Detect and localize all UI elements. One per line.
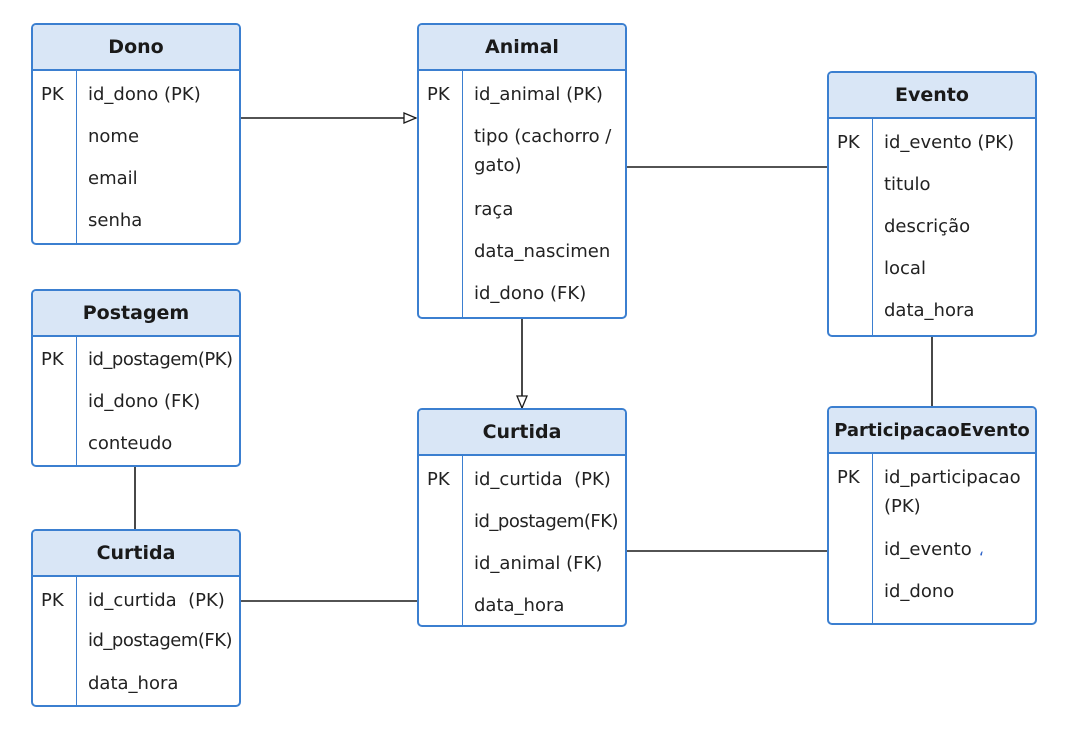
cardinality-marker: ‘ [979, 548, 985, 567]
field-id-dono: id_dono (PK) [88, 84, 201, 105]
pk-label: PK [427, 469, 450, 490]
key-column: PK [419, 71, 463, 317]
field-descricao: descrição [884, 216, 971, 237]
field-id-curtida: id_curtida (PK) [88, 590, 225, 611]
entity-postagem[interactable]: Postagem PK id_postagem(PK) id_dono (FK)… [31, 289, 241, 467]
field-column: id_curtida (PK) id_postagem(FK) id_anima… [463, 456, 625, 625]
pk-label: PK [41, 590, 64, 611]
field-column: id_postagem(PK) id_dono (FK) conteudo [77, 337, 239, 465]
field-id-postagem: id_postagem(FK) [474, 511, 619, 532]
field-column: id_animal (PK) tipo (cachorro / gato) ra… [463, 71, 625, 317]
key-column: PK [829, 454, 873, 623]
key-column: PK [829, 119, 873, 335]
field-local: local [884, 258, 926, 279]
pk-label: PK [837, 467, 860, 488]
entity-evento[interactable]: Evento PK id_evento (PK) titulo descriçã… [827, 71, 1037, 337]
key-column: PK [33, 577, 77, 705]
field-id-dono: id_dono (FK) [88, 391, 201, 412]
entity-title: Evento [829, 73, 1035, 119]
field-column: id_participacao (PK) id_evento ‘ id_dono [873, 454, 1035, 623]
entity-curtida-left[interactable]: Curtida PK id_curtida (PK) id_postagem(F… [31, 529, 241, 707]
entity-curtida-center[interactable]: Curtida PK id_curtida (PK) id_postagem(F… [417, 408, 627, 627]
field-id-animal: id_animal (PK) [474, 84, 603, 105]
field-id-dono: id_dono (FK) [474, 283, 587, 304]
field-conteudo: conteudo [88, 433, 173, 454]
field-raca: raça [474, 199, 514, 220]
field-data-hora: data_hora [884, 300, 975, 321]
field-id-curtida: id_curtida (PK) [474, 469, 611, 490]
field-nome: nome [88, 126, 140, 147]
entity-title: Curtida [33, 531, 239, 577]
field-id-dono: id_dono [884, 581, 955, 602]
entity-animal[interactable]: Animal PK id_animal (PK) tipo (cachorro … [417, 23, 627, 319]
pk-label: PK [837, 132, 860, 153]
entity-title: Postagem [33, 291, 239, 337]
field-id-postagem: id_postagem(FK) [88, 630, 233, 651]
field-tipo: tipo (cachorro / gato) [474, 126, 612, 176]
field-data-hora: data_hora [88, 673, 179, 694]
key-column: PK [419, 456, 463, 625]
entity-dono[interactable]: Dono PK id_dono (PK) nome email senha [31, 23, 241, 245]
pk-label: PK [41, 349, 64, 370]
key-column: PK [33, 337, 77, 465]
entity-participacao-evento[interactable]: ParticipacaoEvento PK id_participacao (P… [827, 406, 1037, 625]
field-id-animal: id_animal (FK) [474, 553, 603, 574]
entity-title: Animal [419, 25, 625, 71]
key-column: PK [33, 71, 77, 243]
field-column: id_dono (PK) nome email senha [77, 71, 239, 243]
field-senha: senha [88, 210, 143, 231]
field-data-hora: data_hora [474, 595, 565, 616]
pk-label: PK [41, 84, 64, 105]
field-id-postagem: id_postagem(PK) [88, 349, 233, 370]
field-id-evento: id_evento [884, 539, 972, 560]
field-id-participacao: id_participacao (PK) [884, 467, 1021, 517]
field-column: id_curtida (PK) id_postagem(FK) data_hor… [77, 577, 239, 705]
pk-label: PK [427, 84, 450, 105]
field-column: id_evento (PK) titulo descrição local da… [873, 119, 1035, 335]
field-titulo: titulo [884, 174, 931, 195]
field-data-nascimento: data_nascimen [474, 241, 611, 262]
entity-title: ParticipacaoEvento [829, 408, 1035, 454]
field-email: email [88, 168, 138, 189]
entity-title: Dono [33, 25, 239, 71]
field-id-evento: id_evento (PK) [884, 132, 1015, 153]
entity-title: Curtida [419, 410, 625, 456]
